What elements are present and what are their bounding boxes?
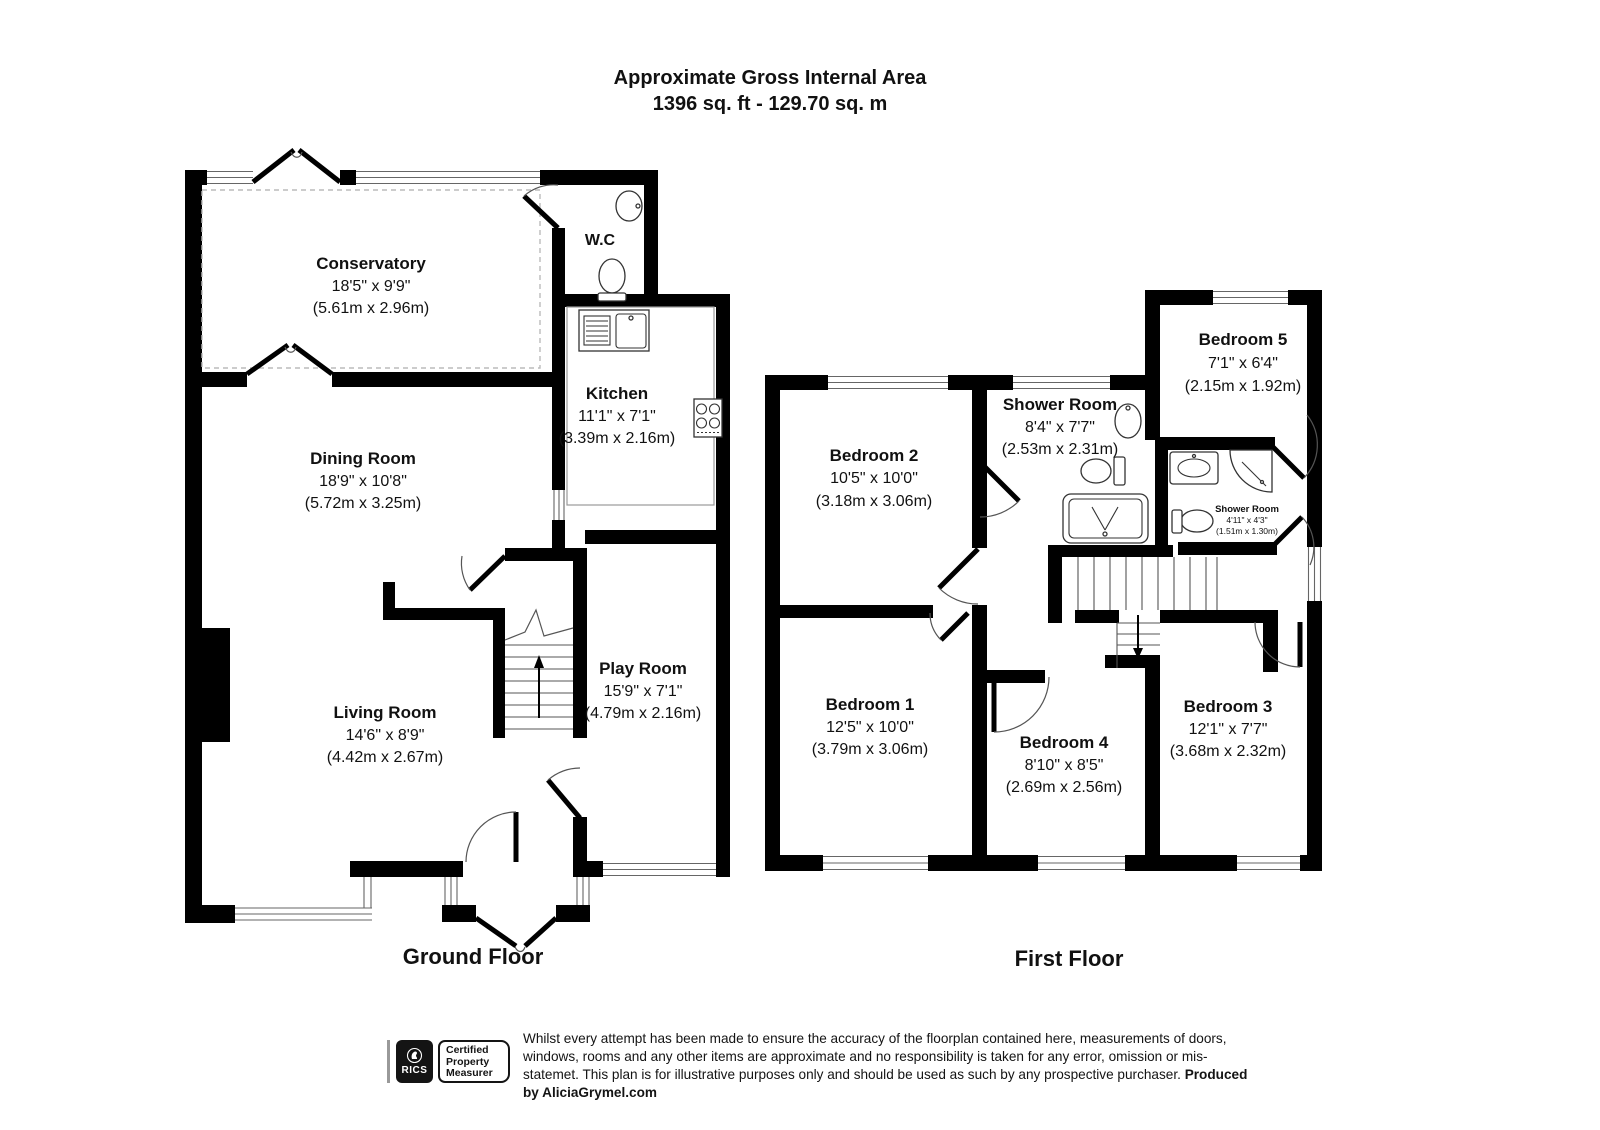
cpm-line1: Certified [446,1044,489,1056]
ground-floor-walls [185,170,730,923]
label-conservatory-name: Conservatory [316,254,426,273]
label-conservatory-imperial: 18'5" x 9'9" [332,278,411,295]
label-living-name: Living Room [334,703,437,722]
label-shower-name: Shower Room [1003,395,1117,414]
small-shower-corner-icon [1229,449,1273,493]
disclaimer-body: Whilst every attempt has been made to en… [523,1030,1227,1082]
ground-floor-label: Ground Floor [403,944,544,969]
label-play-name: Play Room [599,659,687,678]
produced-by-text: Produced by AliciaGrymel.com [523,1066,1248,1100]
label-conservatory-metric: (5.61m x 2.96m) [313,300,429,317]
rics-lion-icon [406,1047,423,1064]
label-bedroom5-imperial: 7'1" x 6'4" [1208,355,1278,372]
label-play-metric: (4.79m x 2.16m) [585,705,701,722]
ground-floor-doors [245,148,582,953]
first-floor-label: First Floor [1015,946,1124,971]
wc-toilet-icon [597,258,627,302]
shower-tray-icon [1062,493,1149,544]
label-bedroom1-imperial: 12'5" x 10'0" [826,719,914,736]
label-bedroom3-imperial: 12'1" x 7'7" [1189,721,1268,738]
first-floor-stairs [1077,557,1218,668]
label-dining-metric: (5.72m x 3.25m) [305,495,421,512]
kitchen-hob-icon [693,398,723,438]
label-bedroom4-name: Bedroom 4 [1020,733,1109,752]
first-floor-plan: Bedroom 2 10'5" x 10'0" (3.18m x 3.06m) … [765,290,1322,971]
label-small-shower-imperial: 4'11" x 4'3" [1226,515,1267,525]
label-bedroom2-metric: (3.18m x 3.06m) [816,493,932,510]
small-shower-toilet-icon [1171,509,1214,534]
label-small-shower-name: Shower Room [1215,504,1279,515]
label-dining-name: Dining Room [310,449,416,468]
rics-logo: RICS [396,1040,433,1083]
label-small-shower-metric: (1.51m x 1.30m) [1216,526,1278,536]
footer-divider [387,1040,390,1083]
cpm-line3: Measurer [446,1067,493,1080]
page-title-line2: 1396 sq. ft - 129.70 sq. m [653,93,888,115]
label-play-imperial: 15'9" x 7'1" [604,683,683,700]
label-living-metric: (4.42m x 2.67m) [327,749,443,766]
label-bedroom3-metric: (3.68m x 2.32m) [1170,743,1286,760]
label-shower-metric: (2.53m x 2.31m) [1002,441,1118,458]
label-bedroom5-name: Bedroom 5 [1199,330,1288,349]
disclaimer-text: Whilst every attempt has been made to en… [523,1030,1257,1102]
first-floor-doors [929,414,1318,733]
label-shower-imperial: 8'4" x 7'7" [1025,419,1095,436]
wc-sink-icon [615,190,643,222]
certified-property-measurer-badge: Certified Property Measurer [438,1040,510,1083]
label-living-imperial: 14'6" x 8'9" [346,727,425,744]
label-wc: W.C [585,232,616,249]
label-kitchen-imperial: 11'1" x 7'1" [578,408,656,425]
cpm-line2: Property [446,1055,490,1068]
first-floor-windows [823,290,1322,871]
label-bedroom2-imperial: 10'5" x 10'0" [830,470,918,487]
label-dining-imperial: 18'9" x 10'8" [319,473,407,490]
label-bedroom1-metric: (3.79m x 3.06m) [812,741,928,758]
page-title-line1: Approximate Gross Internal Area [614,67,928,89]
label-bedroom5-metric: (2.15m x 1.92m) [1185,378,1301,395]
kitchen-sink-icon [578,309,650,352]
label-bedroom3-name: Bedroom 3 [1184,697,1273,716]
label-bedroom4-imperial: 8'10" x 8'5" [1025,757,1104,774]
shower-sink-icon [1114,403,1142,439]
ground-floor-stairs [504,608,574,730]
rics-brand-text: RICS [401,1065,428,1076]
small-shower-sink-icon [1169,451,1219,485]
label-kitchen-name: Kitchen [586,384,648,403]
ground-floor-plan: Conservatory 18'5" x 9'9" (5.61m x 2.96m… [185,148,730,969]
label-kitchen-metric: (3.39m x 2.16m) [559,430,675,447]
ground-floor-windows [207,170,716,921]
first-floor-walls [765,290,1322,871]
label-bedroom1-name: Bedroom 1 [826,695,915,714]
label-bedroom4-metric: (2.69m x 2.56m) [1006,779,1122,796]
shower-toilet-icon [1080,456,1126,486]
conservatory-glazing [201,189,541,369]
label-bedroom2-name: Bedroom 2 [830,446,919,465]
